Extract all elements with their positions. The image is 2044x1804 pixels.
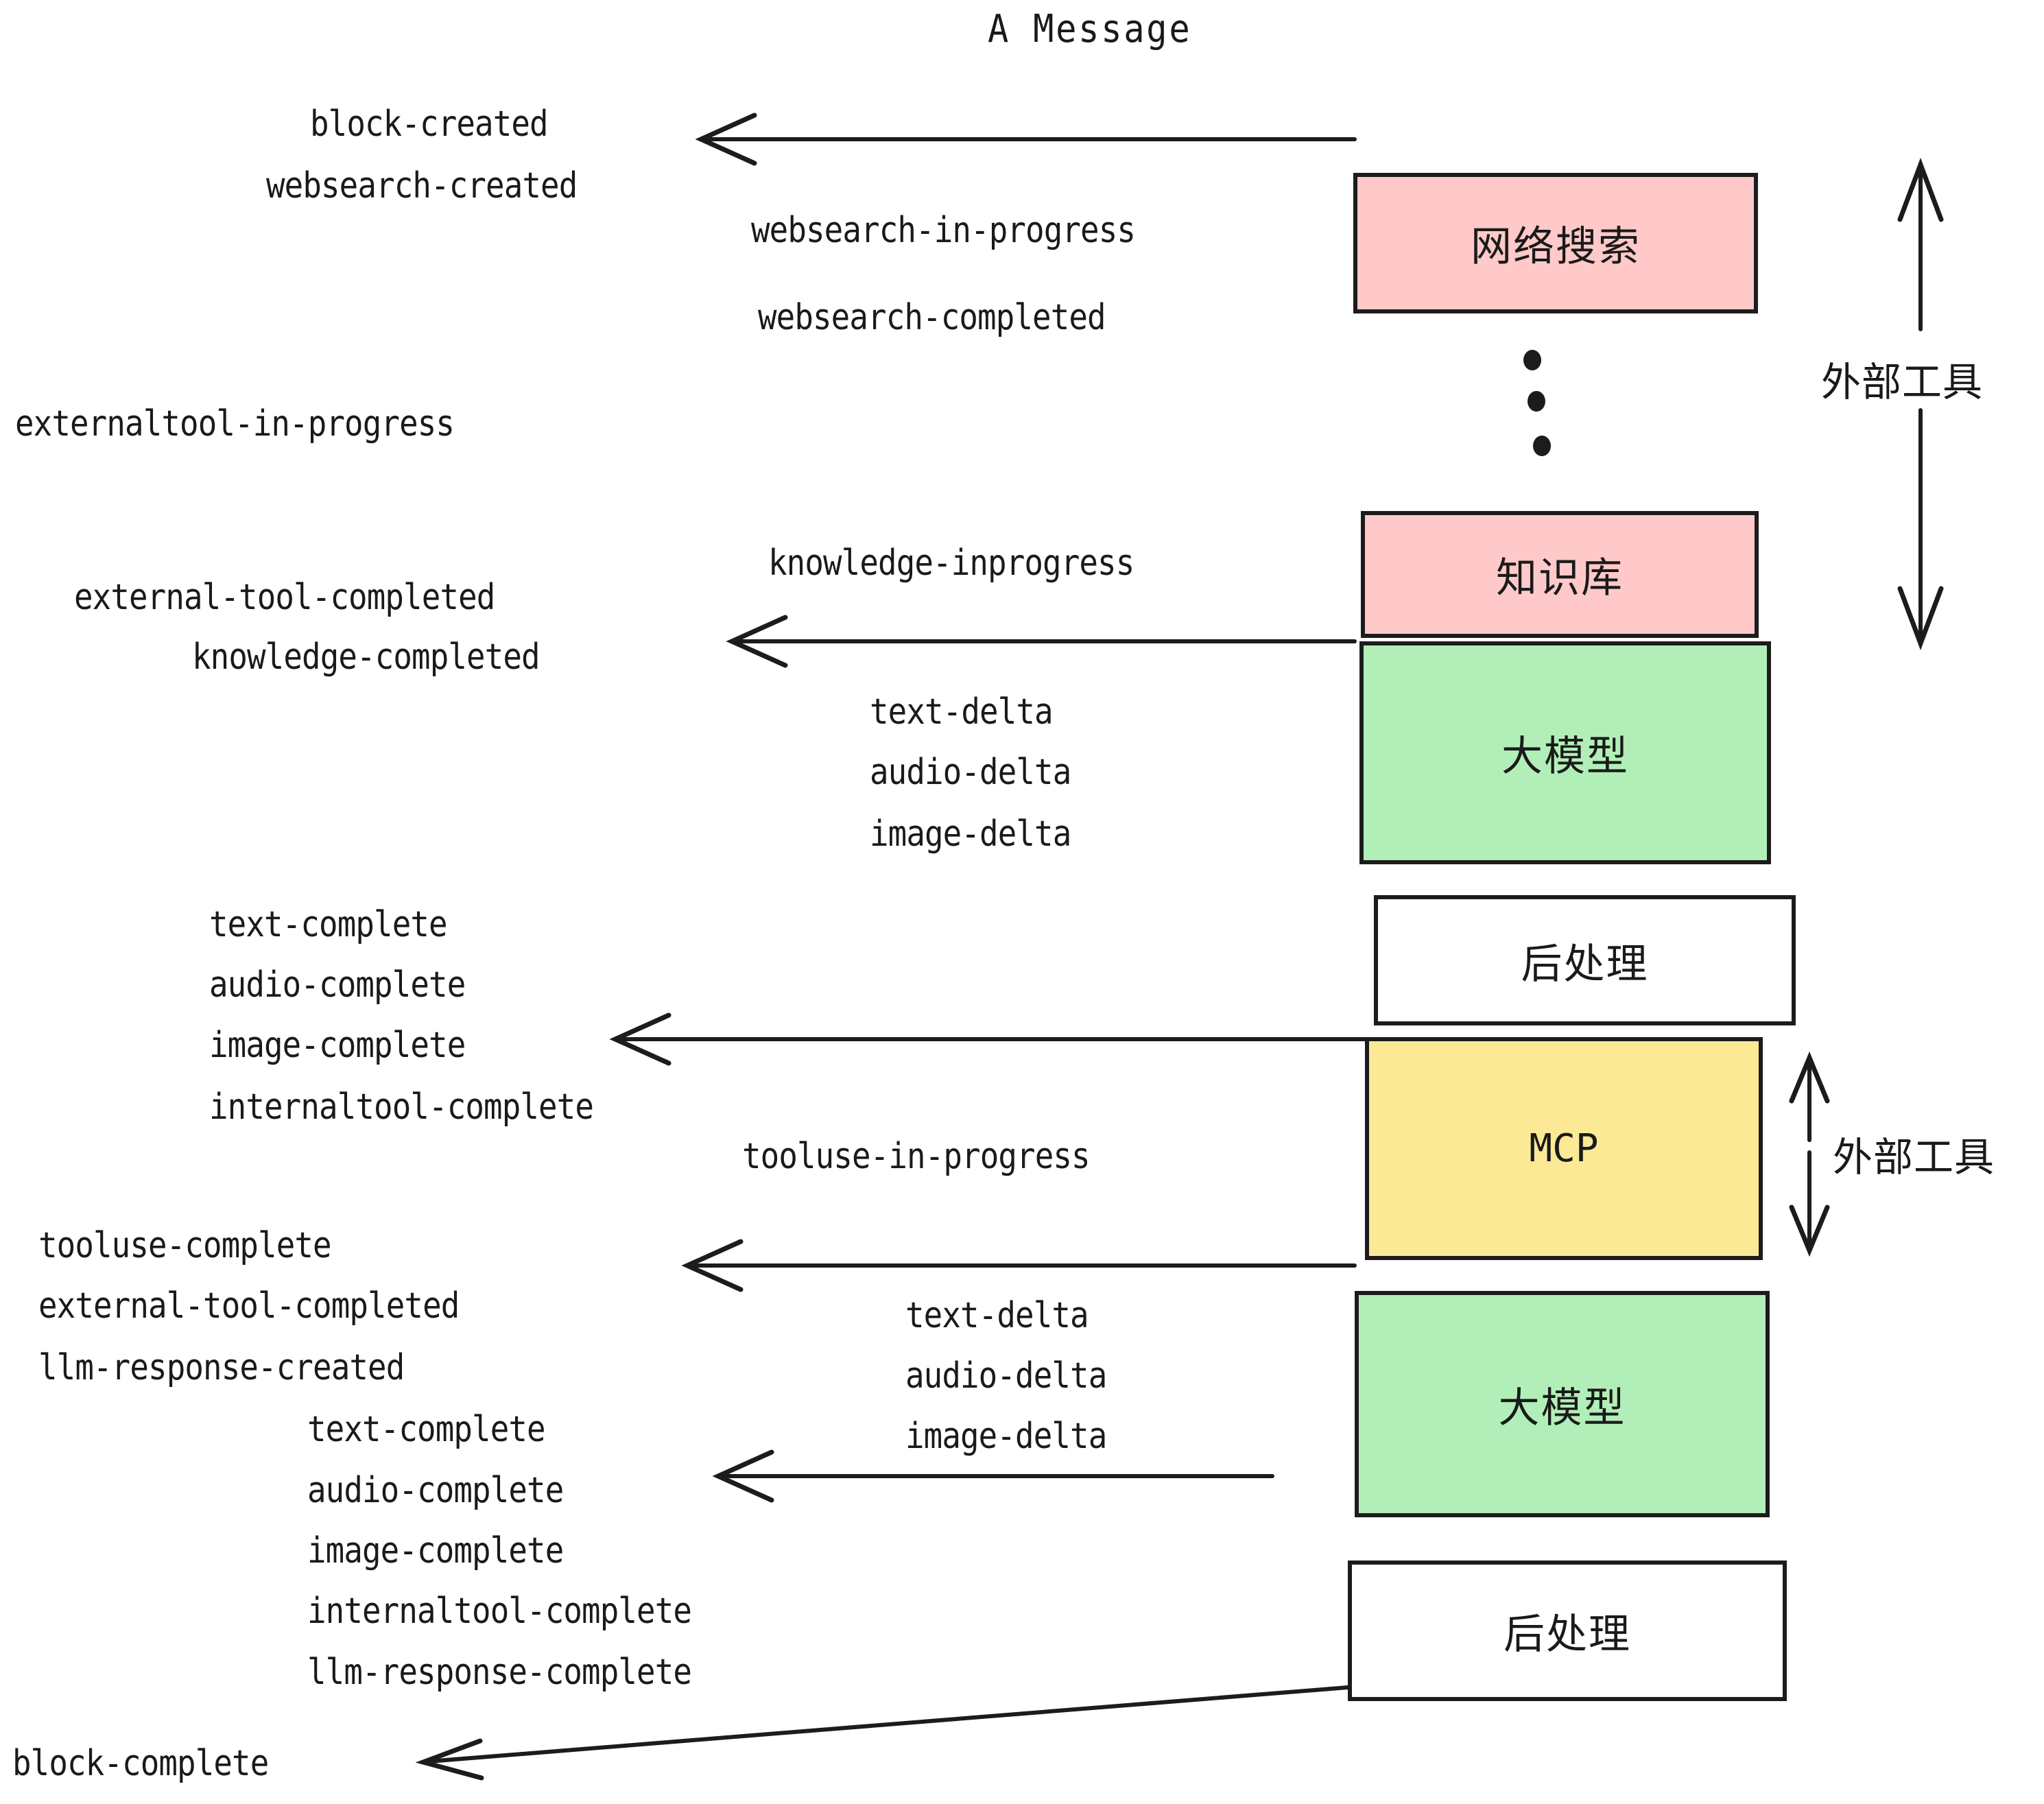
- box-llm-2-label: 大模型: [1498, 1384, 1626, 1432]
- event-image-complete-2: image-complete: [307, 1530, 564, 1571]
- event-knowledge-inprogress: knowledge-inprogress: [768, 543, 1134, 584]
- event-internaltool-complete-1: internaltool-complete: [209, 1087, 594, 1128]
- box-postprocess-2[interactable]: 后处理: [1348, 1560, 1787, 1701]
- event-text-complete-2: text-complete: [307, 1409, 546, 1450]
- event-audio-complete-1: audio-complete: [209, 964, 466, 1006]
- event-image-delta-1: image-delta: [870, 814, 1071, 855]
- box-knowledge[interactable]: 知识库: [1361, 511, 1759, 638]
- box-llm-1-label: 大模型: [1501, 733, 1629, 781]
- event-audio-delta-1: audio-delta: [870, 752, 1071, 793]
- event-websearch-completed: websearch-completed: [758, 297, 1106, 338]
- arrow-block-complete: [415, 1685, 1350, 1781]
- event-tooluse-in-progress: tooluse-in-progress: [742, 1136, 1091, 1177]
- box-mcp-label: MCP: [1529, 1126, 1599, 1171]
- event-websearch-in-progress: websearch-in-progress: [751, 210, 1136, 251]
- event-text-complete-1: text-complete: [209, 904, 448, 945]
- event-block-complete: block-complete: [12, 1743, 269, 1784]
- event-audio-complete-2: audio-complete: [307, 1470, 564, 1511]
- ellipsis-dot-2: [1528, 391, 1545, 412]
- box-knowledge-label: 知识库: [1496, 554, 1624, 602]
- event-image-delta-2: image-delta: [905, 1416, 1107, 1457]
- arrow-image-complete: [609, 1012, 1367, 1066]
- box-llm-1[interactable]: 大模型: [1359, 641, 1771, 864]
- event-internaltool-complete-2: internaltool-complete: [307, 1591, 692, 1632]
- event-image-complete-1: image-complete: [209, 1025, 466, 1066]
- event-knowledge-completed: knowledge-completed: [192, 637, 540, 678]
- event-audio-delta-2: audio-delta: [905, 1355, 1107, 1397]
- event-block-created: block-created: [310, 104, 549, 145]
- box-postprocess-2-label: 后处理: [1504, 1611, 1631, 1659]
- ellipsis-dot-3: [1533, 436, 1551, 456]
- event-text-delta-1: text-delta: [870, 691, 1054, 733]
- arrow-websearch-created: [695, 112, 1357, 166]
- box-postprocess-1-label: 后处理: [1521, 940, 1649, 988]
- external-tools-top-label: 外部工具: [1821, 359, 1984, 405]
- external-tools-bottom-arrow: [1789, 1051, 1830, 1257]
- event-external-tool-completed-1: external-tool-completed: [74, 577, 495, 618]
- box-llm-2[interactable]: 大模型: [1355, 1291, 1770, 1517]
- event-websearch-created: websearch-created: [266, 165, 578, 206]
- ellipsis-dot-1: [1523, 350, 1541, 370]
- event-externaltool-in-progress: externaltool-in-progress: [15, 403, 455, 444]
- event-llm-response-created: llm-response-created: [38, 1347, 405, 1388]
- external-tools-bottom-label: 外部工具: [1833, 1134, 1995, 1180]
- event-text-delta-2: text-delta: [905, 1295, 1089, 1336]
- arrow-audio-complete: [712, 1449, 1274, 1503]
- arrow-tooluse-complete: [681, 1239, 1357, 1292]
- event-tooluse-complete: tooluse-complete: [38, 1225, 332, 1266]
- box-postprocess-1[interactable]: 后处理: [1374, 895, 1796, 1025]
- event-llm-response-complete: llm-response-complete: [307, 1652, 692, 1693]
- box-websearch[interactable]: 网络搜索: [1353, 173, 1758, 313]
- box-websearch-label: 网络搜索: [1471, 223, 1641, 271]
- event-external-tool-completed-2: external-tool-completed: [38, 1285, 460, 1327]
- arrow-knowledge-completed: [726, 615, 1357, 668]
- page-title: A Message: [988, 7, 1192, 51]
- box-mcp[interactable]: MCP: [1365, 1037, 1763, 1260]
